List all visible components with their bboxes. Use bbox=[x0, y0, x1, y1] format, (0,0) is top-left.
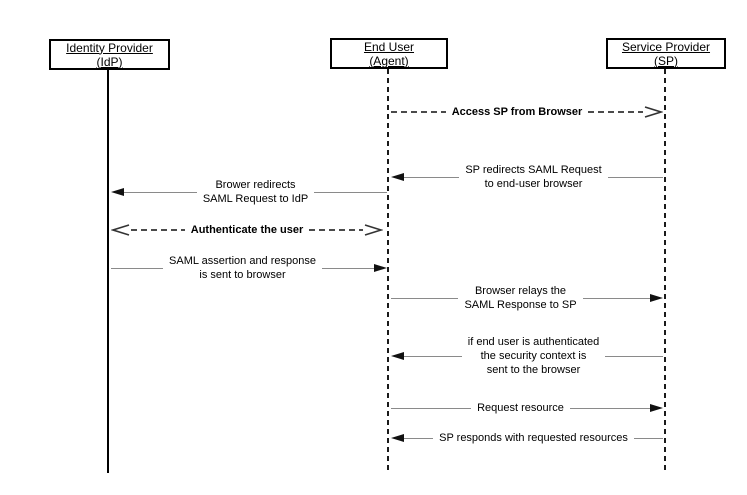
lifeline-identity-provider bbox=[107, 70, 109, 473]
message-line bbox=[309, 229, 363, 231]
message-line bbox=[391, 297, 459, 299]
message-label: Brower redirects SAML Request to IdP bbox=[202, 179, 309, 205]
open-arrowhead-right-icon bbox=[364, 224, 383, 236]
message-line bbox=[633, 437, 663, 439]
message-label: Authenticate the user bbox=[190, 224, 304, 236]
message-label: SP responds with requested resources bbox=[439, 432, 628, 444]
actor-subname: (Agent) bbox=[369, 53, 409, 68]
actor-name: Identity Provider bbox=[66, 40, 153, 55]
message-line bbox=[607, 176, 663, 178]
message-line bbox=[588, 111, 644, 113]
filled-arrowhead-left-icon bbox=[391, 434, 404, 442]
message-line bbox=[124, 191, 197, 193]
message-label: Request resource bbox=[477, 402, 564, 414]
filled-arrowhead-right-icon bbox=[650, 294, 664, 302]
message-line bbox=[404, 437, 434, 439]
filled-arrowhead-left-icon bbox=[111, 188, 124, 196]
message-label: Access SP from Browser bbox=[451, 106, 583, 118]
message-line bbox=[391, 111, 446, 113]
message-line bbox=[391, 407, 472, 409]
actor-box-service-provider: Service Provider (SP) bbox=[606, 38, 726, 69]
message-line bbox=[111, 267, 164, 269]
actor-subname: (SP) bbox=[654, 53, 678, 68]
message-line bbox=[569, 407, 651, 409]
open-arrowhead-left-icon bbox=[111, 224, 130, 236]
actor-box-identity-provider: Identity Provider (IdP) bbox=[49, 39, 170, 70]
actor-name: End User bbox=[363, 39, 415, 54]
filled-arrowhead-right-icon bbox=[374, 264, 388, 272]
message-label: SAML assertion and response is sent to b… bbox=[169, 255, 316, 281]
message-line bbox=[131, 229, 185, 231]
message-label: SP redirects SAML Request to end-user br… bbox=[465, 164, 602, 190]
open-arrowhead-right-icon bbox=[644, 106, 664, 118]
actor-box-end-user: End User (Agent) bbox=[330, 38, 448, 69]
message-line bbox=[404, 176, 460, 178]
message-line bbox=[582, 297, 651, 299]
message-line bbox=[404, 355, 462, 357]
message-label: Browser relays the SAML Response to SP bbox=[464, 285, 577, 311]
lifeline-end-user bbox=[387, 69, 389, 470]
filled-arrowhead-left-icon bbox=[391, 352, 404, 360]
filled-arrowhead-left-icon bbox=[391, 173, 404, 181]
actor-name: Service Provider bbox=[621, 39, 711, 54]
message-label: if end user is authenticated the securit… bbox=[467, 336, 600, 376]
message-line bbox=[314, 191, 387, 193]
message-line bbox=[321, 267, 375, 269]
lifeline-service-provider bbox=[664, 69, 666, 470]
message-line bbox=[605, 355, 664, 357]
actor-subname: (IdP) bbox=[96, 54, 123, 69]
filled-arrowhead-right-icon bbox=[650, 404, 664, 412]
